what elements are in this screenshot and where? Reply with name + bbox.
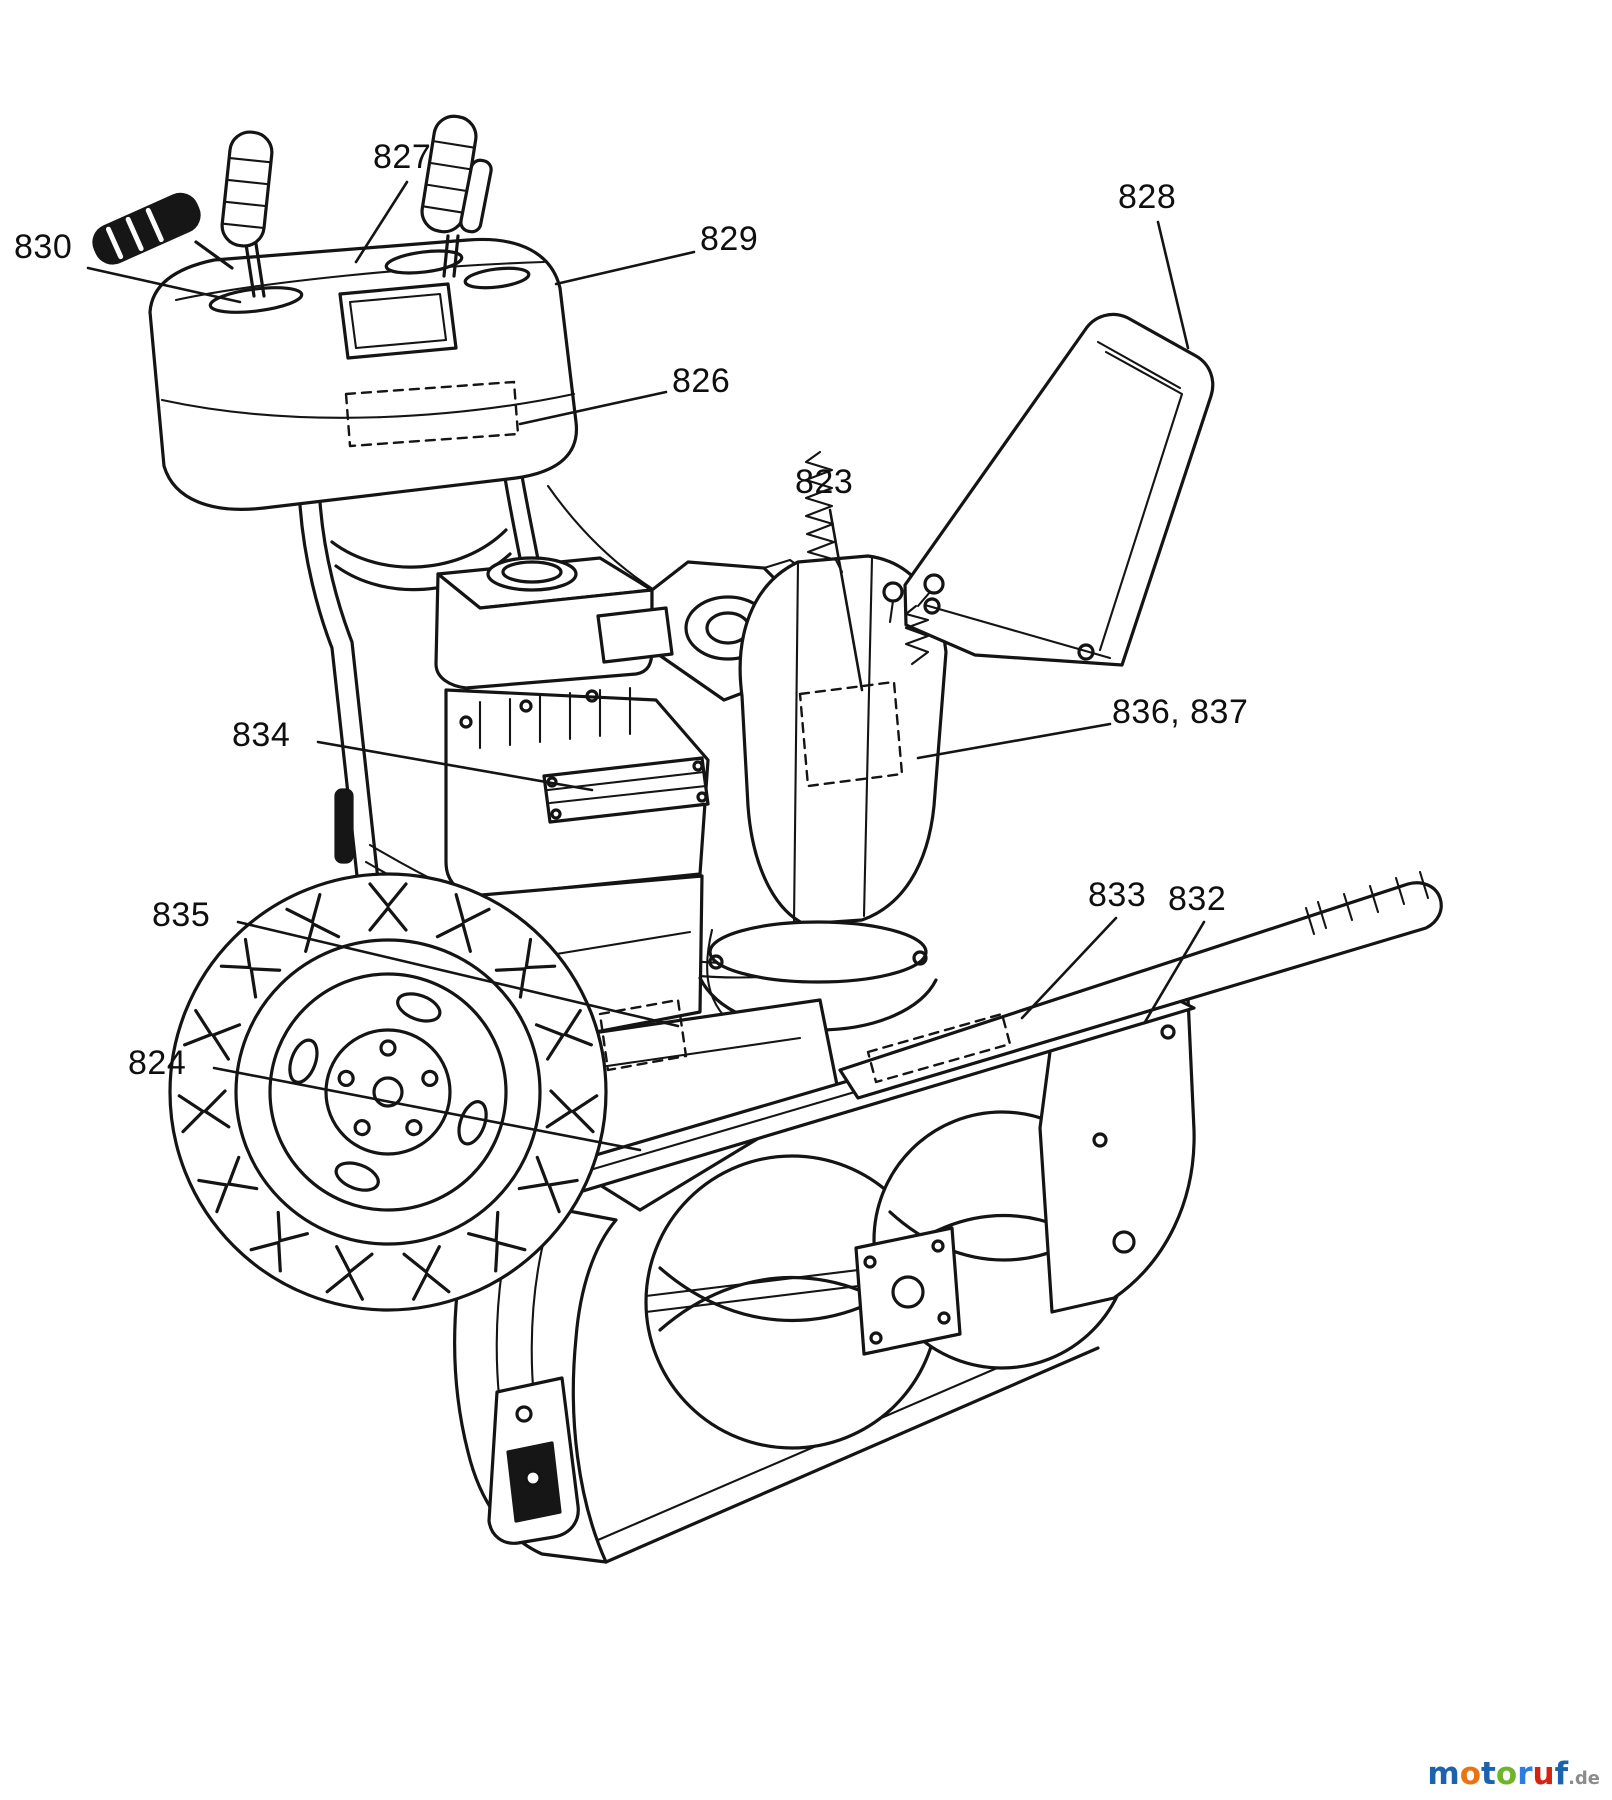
logo-letter: u bbox=[1532, 1756, 1555, 1792]
auger-gearbox bbox=[854, 1226, 962, 1356]
control-panel bbox=[148, 234, 579, 511]
hub bbox=[324, 1028, 452, 1156]
callout-827: 827 bbox=[373, 138, 432, 176]
lever-slot bbox=[384, 249, 464, 275]
small-knob bbox=[459, 158, 493, 234]
housing-side-plate bbox=[1038, 996, 1196, 1314]
logo-tld: .de bbox=[1568, 1768, 1600, 1789]
decal-826 bbox=[344, 380, 520, 448]
drive-lever bbox=[92, 192, 201, 265]
logo-letter: o bbox=[1459, 1756, 1482, 1792]
left-grip bbox=[220, 130, 274, 248]
skid-shoe bbox=[487, 1376, 580, 1545]
decal-placeholders bbox=[344, 380, 1012, 1084]
callout-833: 833 bbox=[1088, 876, 1147, 914]
leader-lines bbox=[86, 180, 1206, 1152]
logo-letter: t bbox=[1481, 1756, 1496, 1792]
logo-letter: f bbox=[1554, 1756, 1569, 1792]
callout-823: 823 bbox=[795, 463, 854, 501]
discharge-chute bbox=[698, 554, 948, 1034]
callout-828: 828 bbox=[1118, 178, 1177, 216]
decal-836-837 bbox=[798, 680, 904, 788]
decal-833 bbox=[866, 1012, 1012, 1084]
panel-display bbox=[338, 282, 458, 360]
callout-832: 832 bbox=[1168, 880, 1227, 918]
deflector-spring bbox=[804, 450, 844, 574]
lever-slot bbox=[208, 286, 304, 314]
handle-grips bbox=[92, 114, 493, 270]
callout-836-837: 836, 837 bbox=[1112, 693, 1249, 731]
spring-knob bbox=[923, 573, 945, 595]
chute-deflector bbox=[804, 312, 1215, 667]
small-spring bbox=[904, 604, 930, 666]
logo-motoruf: motoruf.de bbox=[1427, 1756, 1600, 1792]
auger-housing bbox=[453, 870, 1443, 1564]
decal-835 bbox=[598, 998, 688, 1072]
handlebar bbox=[838, 870, 1443, 1100]
wheel bbox=[168, 872, 608, 1312]
chute-base-ring bbox=[708, 920, 928, 984]
callout-829: 829 bbox=[700, 220, 759, 258]
logo-letter: o bbox=[1495, 1756, 1518, 1792]
callout-835: 835 bbox=[152, 896, 211, 934]
engine-id-plate bbox=[542, 756, 710, 824]
callout-824: 824 bbox=[128, 1044, 187, 1082]
callout-830: 830 bbox=[14, 228, 73, 266]
logo-letter: m bbox=[1427, 1756, 1460, 1792]
lever-slot bbox=[463, 266, 531, 290]
callout-834: 834 bbox=[232, 716, 291, 754]
handlebar-grip bbox=[1304, 870, 1430, 936]
callout-826: 826 bbox=[672, 362, 731, 400]
crank-ball bbox=[882, 581, 904, 603]
logo-letter: r bbox=[1517, 1756, 1533, 1792]
